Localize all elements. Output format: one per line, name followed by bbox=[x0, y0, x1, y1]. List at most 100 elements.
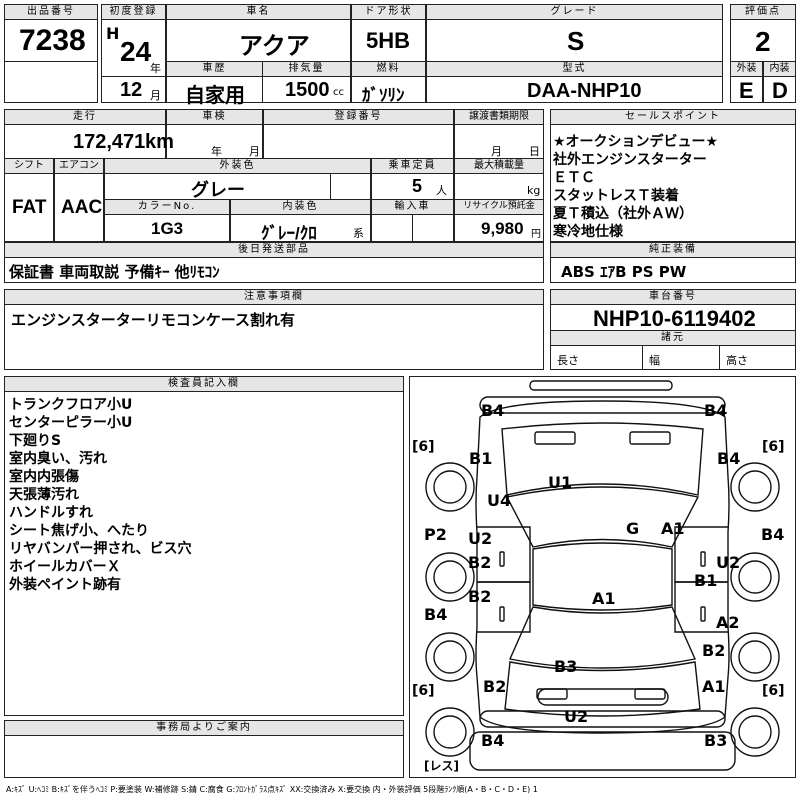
month-unit: 月 bbox=[150, 89, 161, 102]
load-cell: kg bbox=[454, 173, 544, 200]
damage-mark: B2 bbox=[468, 587, 492, 606]
damage-mark: B2 bbox=[702, 641, 726, 660]
inspector-cell: トランクフロア小U センターピラー小U 下廻りS 室内臭い、汚れ 室内内張傷 天… bbox=[4, 391, 404, 716]
door-label: ドア形状 bbox=[351, 4, 426, 20]
transfer-cell: 月 日 bbox=[454, 124, 544, 159]
damage-mark: B4 bbox=[717, 449, 741, 468]
color-value: グレー bbox=[191, 180, 245, 200]
damage-mark: B1 bbox=[469, 449, 493, 468]
tire-rr: [6] bbox=[762, 683, 785, 699]
history-label: 車歴 bbox=[166, 61, 263, 77]
caution-cell: エンジンスターターリモコンケース割れ有 bbox=[4, 304, 544, 370]
inspection-cell: 年 月 bbox=[166, 124, 263, 159]
int-value: D bbox=[772, 78, 788, 103]
tire-rr-value: 6 bbox=[768, 683, 779, 699]
shift-label: シフト bbox=[4, 158, 54, 174]
load-label: 最大積載量 bbox=[454, 158, 544, 174]
door-cell: 5HB bbox=[351, 19, 426, 62]
inspector-line: トランクフロア小U bbox=[9, 397, 133, 413]
model-label: 型式 bbox=[426, 61, 723, 77]
sales-item: 寒冷地仕様 bbox=[553, 224, 623, 240]
lot-extra-cell bbox=[4, 61, 98, 103]
damage-mark: B4 bbox=[481, 401, 505, 420]
damage-mark: B4 bbox=[761, 525, 785, 544]
score-cell: 2 bbox=[730, 19, 796, 62]
interior-value: ｸﾞﾚｰ/ｸﾛ bbox=[261, 224, 317, 243]
capacity-label: 乗車定員 bbox=[371, 158, 454, 174]
tr-month-unit: 月 bbox=[491, 145, 502, 158]
chassis-value: NHP10-6119402 bbox=[593, 306, 756, 331]
office-cell bbox=[4, 735, 404, 778]
tire-rl-value: 6 bbox=[418, 683, 429, 699]
inspector-line: 下廻りS bbox=[9, 433, 62, 449]
disp-value: 1500 bbox=[285, 79, 330, 101]
office-label: 事務局よりご案内 bbox=[4, 720, 404, 736]
year-unit: 年 bbox=[150, 62, 161, 75]
damage-mark: B2 bbox=[468, 553, 492, 572]
interior-suffix: 系 bbox=[353, 227, 364, 240]
ext-label: 外装 bbox=[730, 61, 763, 77]
reg-label: 初度登録 bbox=[101, 4, 166, 20]
tire-fl-value: 6 bbox=[418, 439, 429, 455]
dims-width-cell: 幅 bbox=[642, 345, 720, 370]
grade-cell: S bbox=[426, 19, 723, 62]
sales-label: セールスポイント bbox=[550, 109, 796, 125]
name-cell: アクア bbox=[166, 19, 351, 62]
sales-item: 社外エンジンスターター bbox=[553, 152, 707, 168]
damage-mark: U2 bbox=[716, 553, 741, 572]
ac-cell: AAC bbox=[54, 173, 104, 242]
ins-month-unit: 月 bbox=[249, 145, 260, 158]
import-cell-a bbox=[371, 214, 413, 242]
car-name: アクア bbox=[239, 33, 310, 60]
damage-mark: A1 bbox=[661, 519, 685, 538]
parts-value: 保証書 車両取説 予備ｷｰ 他ﾘﾓｺﾝ bbox=[9, 263, 220, 281]
dims-width: 幅 bbox=[649, 354, 660, 367]
ins-year-unit: 年 bbox=[211, 145, 222, 158]
interior-cell: ｸﾞﾚｰ/ｸﾛ 系 bbox=[230, 214, 371, 243]
chassis-label: 車台番号 bbox=[550, 289, 796, 305]
damage-mark: A2 bbox=[716, 613, 740, 632]
damage-mark: U2 bbox=[468, 529, 493, 548]
lot-cell: 7238 bbox=[4, 19, 98, 62]
lot-label: 出品番号 bbox=[4, 4, 98, 20]
history-value: 自家用 bbox=[185, 85, 245, 107]
import-label: 輸入車 bbox=[371, 199, 454, 215]
reg-cell: H 24 年 bbox=[101, 19, 166, 77]
inspector-line: 室内臭い、汚れ bbox=[9, 451, 107, 467]
color-extra-cell bbox=[330, 173, 371, 200]
damage-mark: B3 bbox=[554, 657, 578, 676]
mileage-cell: 172,471 km bbox=[4, 124, 174, 159]
model-cell: DAA-NHP10 bbox=[426, 76, 723, 103]
tr-day-unit: 日 bbox=[529, 145, 540, 158]
damage-mark: B1 bbox=[694, 571, 718, 590]
reg-year: 24 bbox=[120, 36, 152, 67]
model-value: DAA-NHP10 bbox=[527, 80, 642, 102]
reg-month: 12 bbox=[120, 79, 143, 101]
dims-height: 高さ bbox=[726, 354, 748, 367]
parts-label: 後日発送部品 bbox=[4, 242, 544, 258]
damage-mark: P2 bbox=[424, 525, 447, 544]
color-cell: グレー bbox=[104, 173, 331, 200]
color-label: 外装色 bbox=[104, 158, 371, 174]
inspector-line: 天張薄汚れ bbox=[9, 487, 79, 503]
inspector-line: リヤバンパー押され、ビス穴 bbox=[9, 541, 192, 557]
caution-label: 注意事項欄 bbox=[4, 289, 544, 305]
damage-mark: U4 bbox=[487, 491, 512, 510]
equip-cell: ABS ｴｱB PS PW bbox=[550, 257, 796, 283]
disp-unit: cc bbox=[333, 87, 344, 98]
inspector-line: ホイールカバーＸ bbox=[9, 559, 121, 575]
dims-height-cell: 高さ bbox=[719, 345, 796, 370]
colorno-cell: 1G3 bbox=[104, 214, 230, 242]
sales-item: スタットレスＴ装着 bbox=[553, 188, 679, 204]
inspector-line: 外装ペイント跡有 bbox=[9, 577, 121, 593]
damage-mark: U1 bbox=[548, 473, 573, 492]
int-label: 内装 bbox=[763, 61, 796, 77]
car-diagram: [6] [6] [6] [6] [レス] B4 B4 B1 B4 U4 U1 G… bbox=[409, 376, 796, 778]
inspector-label: 検査員記入欄 bbox=[4, 376, 404, 392]
equip-value: ABS ｴｱB PS PW bbox=[561, 263, 687, 281]
reg-month-cell: 12 月 bbox=[101, 76, 166, 103]
interior-label: 内装色 bbox=[230, 199, 371, 215]
equip-label: 純正装備 bbox=[550, 242, 796, 258]
shift-cell: FAT bbox=[4, 173, 54, 242]
inspection-label: 車検 bbox=[166, 109, 263, 125]
